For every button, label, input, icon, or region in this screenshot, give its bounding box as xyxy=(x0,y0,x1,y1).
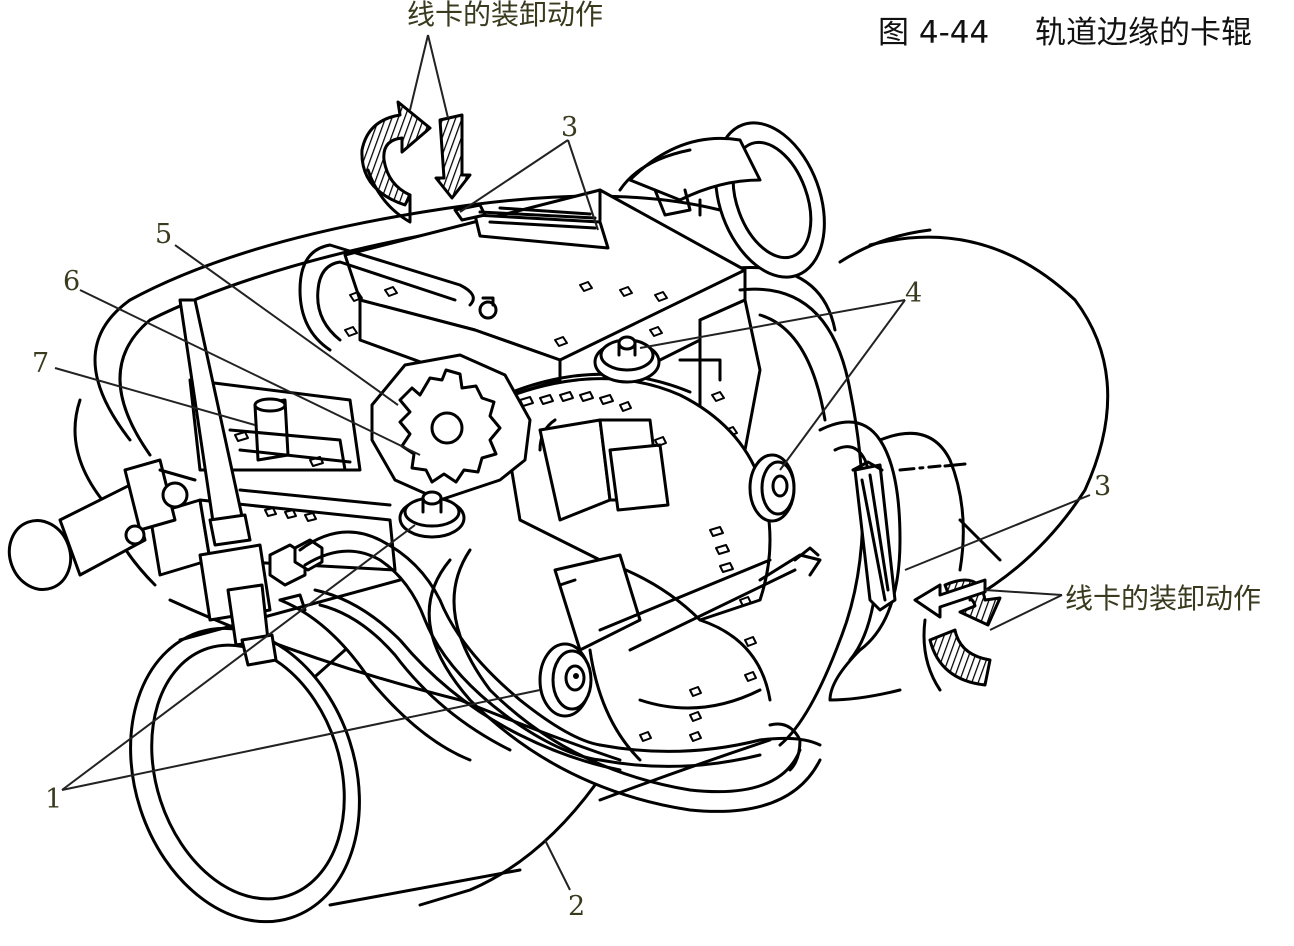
carriage-body xyxy=(298,188,822,762)
callout-2: 2 xyxy=(568,891,585,922)
wire-clip-right xyxy=(851,460,967,612)
figure-number: 图 4-44 xyxy=(878,15,989,51)
track-roller-lower xyxy=(538,642,593,718)
callout-6: 6 xyxy=(63,266,80,297)
track-roller-upper-right xyxy=(593,335,661,384)
action-arrows-right xyxy=(913,578,1002,692)
cable-bundle xyxy=(278,530,822,772)
torch-assembly xyxy=(7,298,397,667)
callout-3-top: 3 xyxy=(561,112,578,143)
callout-3-right: 3 xyxy=(1094,471,1111,502)
action-label-top: 线卡的装卸动作 xyxy=(407,0,603,31)
rear-motor xyxy=(618,121,826,279)
callout-7: 7 xyxy=(32,348,49,379)
track-roller-right xyxy=(748,453,796,523)
callout-5: 5 xyxy=(155,219,172,250)
action-label-right: 线卡的装卸动作 xyxy=(1065,582,1261,615)
wire-clip-top xyxy=(453,203,610,250)
figure-title: 轨道边缘的卡辊 xyxy=(1035,15,1252,51)
track-roller-upper-left xyxy=(398,490,466,539)
callout-leaders xyxy=(54,34,1091,891)
drive-gear xyxy=(370,353,532,502)
action-arrows-top xyxy=(360,100,472,224)
callout-4: 4 xyxy=(905,278,922,309)
callout-1: 1 xyxy=(45,784,62,815)
